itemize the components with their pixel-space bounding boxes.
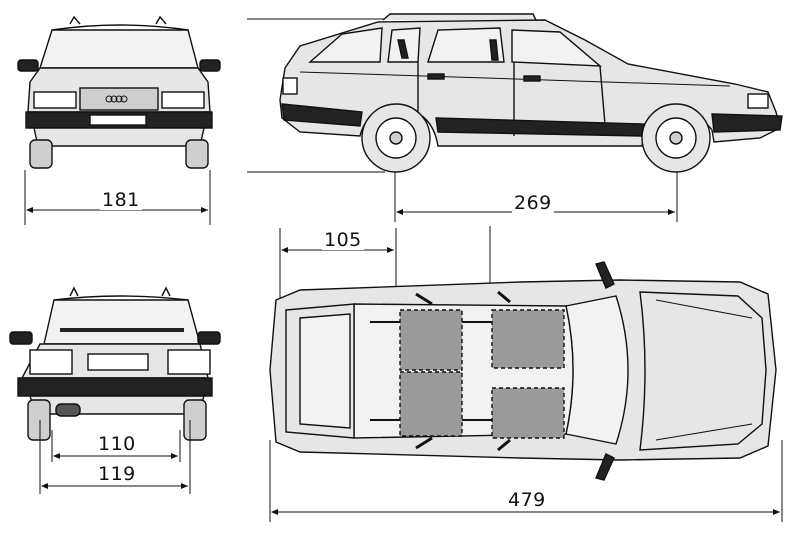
front-roof-rail-right [155, 15, 167, 25]
audi-rings-logo [105, 95, 128, 103]
side-roof-rail [382, 13, 537, 21]
top-rear-seat-right [399, 371, 463, 437]
top-view [269, 226, 783, 522]
side-rear-door-window [427, 27, 505, 63]
front-wheel-left [29, 139, 53, 169]
dim-label-length: 479 [506, 489, 548, 511]
front-headlight-left [33, 91, 77, 109]
top-front-seat-left [491, 309, 565, 369]
front-roof-rail-left [69, 15, 81, 25]
rear-wheel-left [27, 399, 51, 441]
front-view [17, 15, 221, 225]
rear-light-left [29, 349, 73, 375]
front-mirror-left [17, 59, 39, 72]
rear-mirror-left [9, 331, 33, 345]
dim-label-front-overhang: 105 [322, 229, 364, 251]
rear-light-right [167, 349, 211, 375]
top-hood [639, 291, 767, 451]
dim-label-width-rear: 119 [96, 463, 138, 485]
rear-window [43, 299, 201, 345]
side-rear-quarter-window [308, 27, 383, 63]
top-mirror-left [595, 261, 615, 289]
dim-label-track-rear: 110 [96, 433, 138, 455]
front-grille [79, 87, 159, 111]
side-front-door-window [511, 29, 603, 67]
side-front-bumper [711, 113, 783, 133]
side-view [247, 13, 783, 222]
front-windshield [39, 29, 199, 69]
rear-view [9, 286, 221, 494]
front-plate [89, 114, 147, 126]
front-headlight-right [161, 91, 205, 109]
top-rear-seat-left [399, 309, 463, 371]
top-mirror-right [595, 453, 615, 481]
rear-bumper [17, 377, 213, 397]
front-wheel-right [185, 139, 209, 169]
front-mirror-right [199, 59, 221, 72]
top-front-seat-right [491, 387, 565, 439]
dim-label-width-front: 181 [100, 189, 142, 211]
dim-label-wheelbase: 269 [512, 192, 554, 214]
side-rear-bumper [281, 103, 363, 127]
rear-mirror-right [197, 331, 221, 345]
top-windshield [565, 295, 629, 445]
rear-wheel-right [183, 399, 207, 441]
rear-plate [87, 353, 149, 371]
